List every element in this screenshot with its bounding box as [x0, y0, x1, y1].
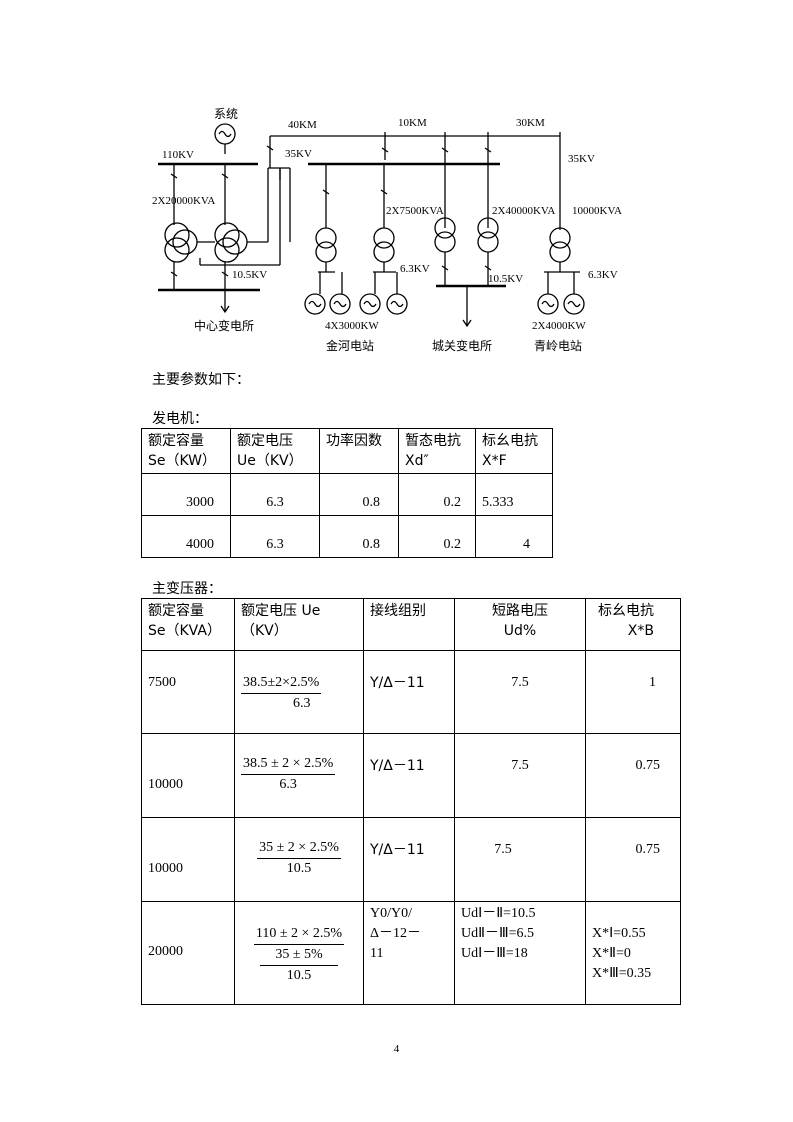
- voltage-top: 110 ± 2 × 2.5%: [253, 924, 345, 945]
- cell: 5.333: [475, 473, 553, 516]
- voltage-fraction: 38.5±2×2.5% 6.3: [241, 673, 322, 714]
- voltage-bottom: 6.3: [293, 696, 311, 711]
- header-cell: 标幺电抗 X*B: [585, 598, 681, 651]
- system-label: 系统: [214, 107, 238, 121]
- cell: 7.5: [454, 817, 586, 902]
- table-row: 10000 35 ± 2 × 2.5% 10.5 Y/Δ－11 7.5 0.75: [141, 817, 681, 902]
- voltage-bottom: 10.5: [286, 968, 312, 983]
- cell: 4000: [141, 515, 231, 558]
- label-10000kva: 10000KVA: [572, 205, 622, 217]
- cell: 7.5: [454, 650, 586, 734]
- label-6-3kv-jinhe: 6.3KV: [400, 263, 430, 275]
- header-cell: 暂态电抗 Xd″: [398, 428, 476, 474]
- label-6-3kv-qingling: 6.3KV: [588, 269, 618, 281]
- cell: 0.75: [585, 733, 681, 818]
- table-row: 4000 6.3 0.8 0.2 4: [141, 515, 553, 558]
- header-cell: 额定电压 Ue（KV）: [230, 428, 320, 474]
- generator-icon: [359, 293, 381, 315]
- cell: 6.3: [230, 473, 320, 516]
- cell: Y/Δ－11: [363, 650, 455, 734]
- generator-icon: [386, 293, 408, 315]
- generator-icon: [537, 293, 559, 315]
- generator-icon: [563, 293, 585, 315]
- label-4x3000kw: 4X3000KW: [325, 320, 379, 332]
- voltage-cell: 110 ± 2 × 2.5% 35 ± 5% 10.5: [234, 901, 364, 1005]
- voltage-bottom: 10.5: [286, 861, 312, 876]
- cell: 10000: [141, 817, 235, 902]
- header-cell: 标幺电抗 X*F: [475, 428, 553, 474]
- voltage-cell: 38.5±2×2.5% 6.3: [234, 650, 364, 734]
- label-qingling-station: 青岭电站: [534, 339, 582, 353]
- label-30km: 30KM: [516, 117, 545, 129]
- cell: 10000: [141, 733, 235, 818]
- label-35kv-b: 35KV: [568, 153, 595, 165]
- page-number: 4: [393, 1043, 400, 1055]
- header-cell: 短路电压 Ud%: [454, 598, 586, 651]
- label-10km: 10KM: [398, 117, 427, 129]
- label-chengguan-substation: 城关变电所: [432, 338, 492, 353]
- cell: 1: [585, 650, 681, 734]
- label-40km: 40KM: [288, 119, 317, 131]
- cell: Y/Δ－11: [363, 817, 455, 902]
- header-cell: 接线组别: [363, 598, 455, 651]
- power-system-diagram: 系统 110KV 2X20000KVA 10.5KV 40KM 35KV 10K…: [152, 107, 622, 353]
- voltage-top: 35 ± 2 × 2.5%: [257, 838, 341, 859]
- header-cell: 额定容量 Se（KW）: [141, 428, 231, 474]
- cell: Y/Δ－11: [363, 733, 455, 818]
- voltage-top: 38.5 ± 2 × 2.5%: [241, 754, 336, 775]
- label-jinhe-station: 金河电站: [326, 338, 374, 353]
- table-row: 7500 38.5±2×2.5% 6.3 Y/Δ－11 7.5 1: [141, 650, 681, 734]
- table-header-row: 额定容量 Se（KVA） 额定电压 Ue （KV） 接线组别 短路电压 Ud% …: [141, 598, 681, 651]
- cell: 3000: [141, 473, 231, 516]
- transformer-table: 额定容量 Se（KVA） 额定电压 Ue （KV） 接线组别 短路电压 Ud% …: [141, 598, 681, 1005]
- generator-table: 额定容量 Se（KW） 额定电压 Ue（KV） 功率因数 暂态电抗 Xd″ 标幺…: [141, 428, 553, 558]
- label-center-substation: 中心变电所: [194, 318, 254, 333]
- intro-text: 主要参数如下：: [152, 372, 250, 388]
- label-10-5kv-center: 10.5KV: [232, 269, 267, 281]
- table-header-row: 额定容量 Se（KW） 额定电压 Ue（KV） 功率因数 暂态电抗 Xd″ 标幺…: [141, 428, 553, 474]
- voltage-cell: 38.5 ± 2 × 2.5% 6.3: [234, 733, 364, 818]
- label-110kv: 110KV: [162, 149, 194, 161]
- cell: 0.8: [319, 473, 399, 516]
- cell: 4: [475, 515, 553, 558]
- voltage-bottom: 6.3: [279, 777, 297, 792]
- table-row: 3000 6.3 0.8 0.2 5.333: [141, 473, 553, 516]
- table-row: 20000 110 ± 2 × 2.5% 35 ± 5% 10.5 Y0/Y0/…: [141, 901, 681, 1005]
- generator-icon: [304, 293, 326, 315]
- label-2x4000kw: 2X4000KW: [532, 320, 586, 332]
- table-row: 10000 38.5 ± 2 × 2.5% 6.3 Y/Δ－11 7.5 0.7…: [141, 733, 681, 818]
- transformer-heading: 主变压器：: [152, 581, 222, 597]
- voltage-cell: 35 ± 2 × 2.5% 10.5: [234, 817, 364, 902]
- header-cell: 功率因数: [319, 428, 399, 474]
- label-2x7500kva: 2X7500KVA: [386, 205, 444, 217]
- label-10-5kv-chengguan: 10.5KV: [488, 273, 523, 285]
- header-cell: 额定电压 Ue （KV）: [234, 598, 364, 651]
- cell: 0.8: [319, 515, 399, 558]
- voltage-top: 38.5±2×2.5%: [241, 673, 322, 694]
- cell: 0.2: [398, 473, 476, 516]
- cell: 7500: [141, 650, 235, 734]
- voltage-fraction: 38.5 ± 2 × 2.5% 6.3: [241, 754, 336, 795]
- cell: 0.75: [585, 817, 681, 902]
- voltage-fraction: 35 ± 2 × 2.5% 10.5: [257, 838, 341, 879]
- label-2x20000kva: 2X20000KVA: [152, 195, 215, 207]
- cell: X*Ⅰ=0.55 X*Ⅱ=0 X*Ⅲ=0.35: [585, 901, 681, 1005]
- voltage-fraction: 110 ± 2 × 2.5% 35 ± 5% 10.5: [253, 924, 345, 986]
- cell: 20000: [141, 901, 235, 1005]
- generator-icon: [329, 293, 351, 315]
- label-35kv-a: 35KV: [285, 148, 312, 160]
- cell: 0.2: [398, 515, 476, 558]
- generator-heading: 发电机：: [152, 411, 208, 427]
- voltage-middle: 35 ± 5%: [259, 945, 339, 966]
- cell: 6.3: [230, 515, 320, 558]
- cell: UdⅠ－Ⅱ=10.5 UdⅡ－Ⅲ=6.5 UdⅠ－Ⅲ=18: [454, 901, 586, 1005]
- cell: 7.5: [454, 733, 586, 818]
- cell: Y0/Y0/ Δ－12－ 11: [363, 901, 455, 1005]
- label-2x40000kva: 2X40000KVA: [492, 205, 555, 217]
- header-cell: 额定容量 Se（KVA）: [141, 598, 235, 651]
